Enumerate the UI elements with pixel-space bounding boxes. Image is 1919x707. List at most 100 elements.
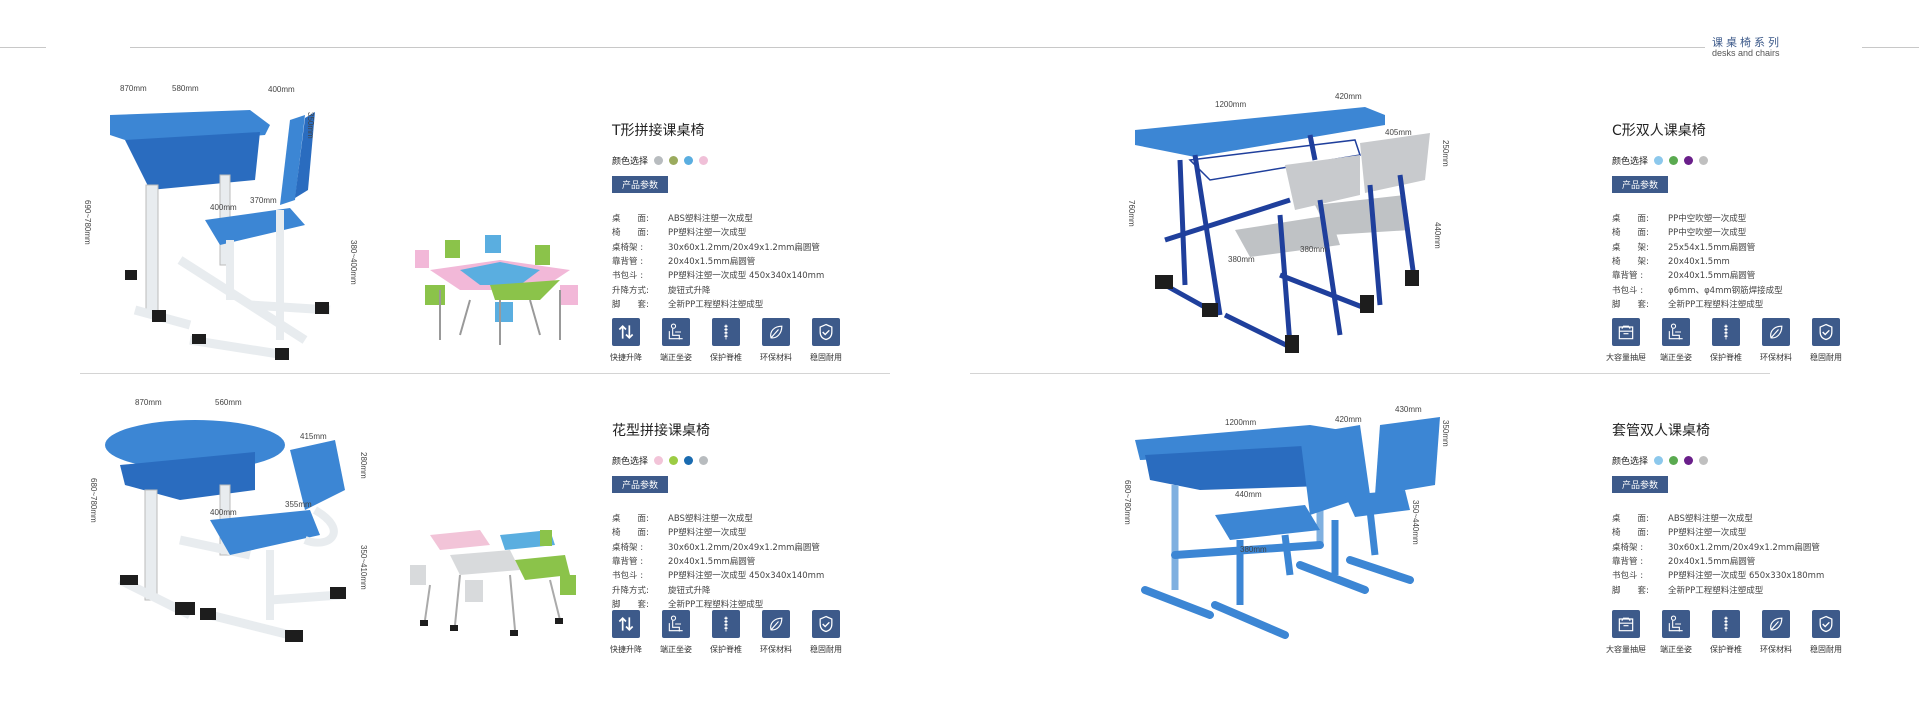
color-swatch[interactable] — [669, 156, 679, 165]
up-down-arrows-icon — [612, 318, 640, 346]
spec-value: 旋钮式升降 — [668, 285, 711, 296]
drawer-icon — [1612, 318, 1640, 346]
dimension-label: 440mm — [1433, 222, 1442, 249]
dimension-label: 870mm — [120, 84, 147, 93]
color-swatch[interactable] — [654, 156, 664, 165]
feature-item: 环保材料 — [1751, 610, 1801, 655]
dimension-label: 350~440mm — [1411, 500, 1420, 545]
spec-row: 桌椅架 : 30x60x1.2mm/20x49x1.2mm扁圆管 — [1612, 541, 1820, 553]
feature-item: 快捷升降 — [601, 318, 651, 363]
color-swatch[interactable] — [1669, 456, 1679, 465]
feature-item: 保护脊椎 — [1701, 610, 1751, 655]
dimension-label: 430mm — [1395, 405, 1422, 414]
color-options: 颜色选择 — [612, 454, 709, 467]
color-options: 颜色选择 — [1612, 454, 1709, 467]
color-swatch[interactable] — [684, 456, 694, 465]
dimension-label: 690~780mm — [83, 200, 92, 245]
color-swatch[interactable] — [699, 456, 709, 465]
dimension-label: 580mm — [172, 84, 199, 93]
color-swatch[interactable] — [1699, 156, 1709, 165]
params-badge: 产品参数 — [612, 176, 669, 193]
spec-label: 脚 套: — [612, 299, 649, 310]
sitting-posture-icon — [1662, 318, 1690, 346]
spec-row: 靠背管 : 20x40x1.5mm扁圆管 — [612, 255, 755, 267]
spec-row: 椅 面:PP中空吹塑一次成型 — [1612, 226, 1746, 238]
color-swatch[interactable] — [1684, 156, 1694, 165]
spec-value: 旋钮式升降 — [668, 585, 711, 596]
spine-icon — [1712, 318, 1740, 346]
spec-row: 桌 面:ABS塑料注塑一次成型 — [1612, 512, 1753, 524]
spec-label: 桌椅架 : — [612, 242, 644, 253]
dimension-label: 870mm — [135, 398, 162, 407]
feature-item: 环保材料 — [751, 318, 801, 363]
feature-item: 保护脊椎 — [701, 610, 751, 655]
feature-label: 环保材料 — [760, 645, 792, 654]
feature-item: 稳固耐用 — [801, 318, 851, 363]
dimension-label: 380mm — [1228, 255, 1255, 264]
dimension-label: 250mm — [1441, 140, 1450, 167]
spec-value: φ6mm、φ4mm钢筋焊接成型 — [1668, 285, 1783, 296]
spec-row: 书包斗 :φ6mm、φ4mm钢筋焊接成型 — [1612, 284, 1783, 296]
color-swatch[interactable] — [1684, 456, 1694, 465]
spec-label: 脚 套: — [1612, 585, 1649, 596]
feature-item: 大容量抽屉 — [1601, 318, 1651, 363]
feature-item: 保护脊椎 — [1701, 318, 1751, 363]
spec-value: 20x40x1.5mm扁圆管 — [668, 256, 756, 267]
spec-value: 20x40x1.5mm — [1668, 256, 1730, 267]
dimension-label: 400mm — [210, 508, 237, 517]
spec-value: 30x60x1.2mm/20x49x1.2mm扁圆管 — [668, 242, 820, 253]
spec-row: 桌 面:ABS塑料注塑一次成型 — [612, 212, 753, 224]
spec-label: 升降方式: — [612, 285, 649, 296]
color-swatch[interactable] — [654, 456, 664, 465]
color-swatch[interactable] — [669, 456, 679, 465]
product-title: 花型拼接课桌椅 — [612, 423, 710, 439]
spec-row: 脚 套: 全新PP工程塑料注塑成型 — [612, 598, 763, 610]
header-line-left — [0, 47, 46, 48]
feature-label: 保护脊椎 — [1710, 645, 1742, 654]
color-swatch[interactable] — [1669, 156, 1679, 165]
dimension-label: 680~780mm — [89, 478, 98, 523]
spec-row: 桌 面:ABS塑料注塑一次成型 — [612, 512, 753, 524]
spec-row: 椅 架:20x40x1.5mm — [1612, 255, 1730, 267]
color-swatch[interactable] — [1654, 156, 1664, 165]
color-swatch[interactable] — [1654, 456, 1664, 465]
leaf-icon — [1762, 610, 1790, 638]
color-label: 颜色选择 — [1612, 157, 1649, 167]
dimension-label: 380mm — [1300, 245, 1327, 254]
spec-row: 脚 套:全新PP工程塑料注塑成型 — [1612, 584, 1763, 596]
color-swatch[interactable] — [1699, 456, 1709, 465]
spec-value: 25x54x1.5mm扁圆管 — [1668, 242, 1756, 253]
feature-label: 环保材料 — [1760, 645, 1792, 654]
series-title: 课桌椅系列 — [1712, 36, 1782, 49]
dimension-label: 350~410mm — [359, 545, 368, 590]
feature-label: 稳固耐用 — [810, 353, 842, 362]
spec-label: 桌椅架 : — [1612, 542, 1644, 553]
spec-value: 全新PP工程塑料注塑成型 — [668, 299, 764, 310]
spec-value: 30x60x1.2mm/20x49x1.2mm扁圆管 — [668, 542, 820, 553]
feature-label: 稳固耐用 — [1810, 645, 1842, 654]
feature-item: 稳固耐用 — [801, 610, 851, 655]
color-swatch[interactable] — [699, 156, 709, 165]
spec-value: PP塑料注塑一次成型 450x340x140mm — [668, 271, 825, 282]
feature-label: 快捷升降 — [610, 645, 642, 654]
spec-row: 桌 架:25x54x1.5mm扁圆管 — [1612, 241, 1755, 253]
spec-label: 升降方式: — [612, 585, 649, 596]
spec-value: 30x60x1.2mm/20x49x1.2mm扁圆管 — [1668, 542, 1820, 553]
spec-row: 椅 面:PP塑料注塑一次成型 — [612, 526, 746, 538]
feature-item: 快捷升降 — [601, 610, 651, 655]
spec-value: PP中空吹塑一次成型 — [1668, 214, 1747, 224]
feature-item: 稳固耐用 — [1801, 610, 1851, 655]
color-label: 颜色选择 — [612, 157, 649, 167]
color-label: 颜色选择 — [612, 457, 649, 467]
product-image-c-double-desk — [1135, 107, 1430, 353]
feature-item: 端正坐姿 — [651, 318, 701, 363]
spec-value: 全新PP工程塑料注塑成型 — [668, 599, 764, 610]
color-swatch[interactable] — [684, 156, 694, 165]
product-title: 套管双人课桌椅 — [1612, 423, 1710, 439]
dimension-label: 1200mm — [1225, 418, 1257, 427]
spec-label: 椅 面: — [612, 528, 649, 539]
spec-label: 靠背管 : — [612, 256, 644, 267]
spec-label: 椅 面: — [1612, 228, 1649, 239]
spec-value: PP塑料注塑一次成型 — [668, 228, 747, 239]
spec-label: 脚 套: — [612, 599, 649, 610]
